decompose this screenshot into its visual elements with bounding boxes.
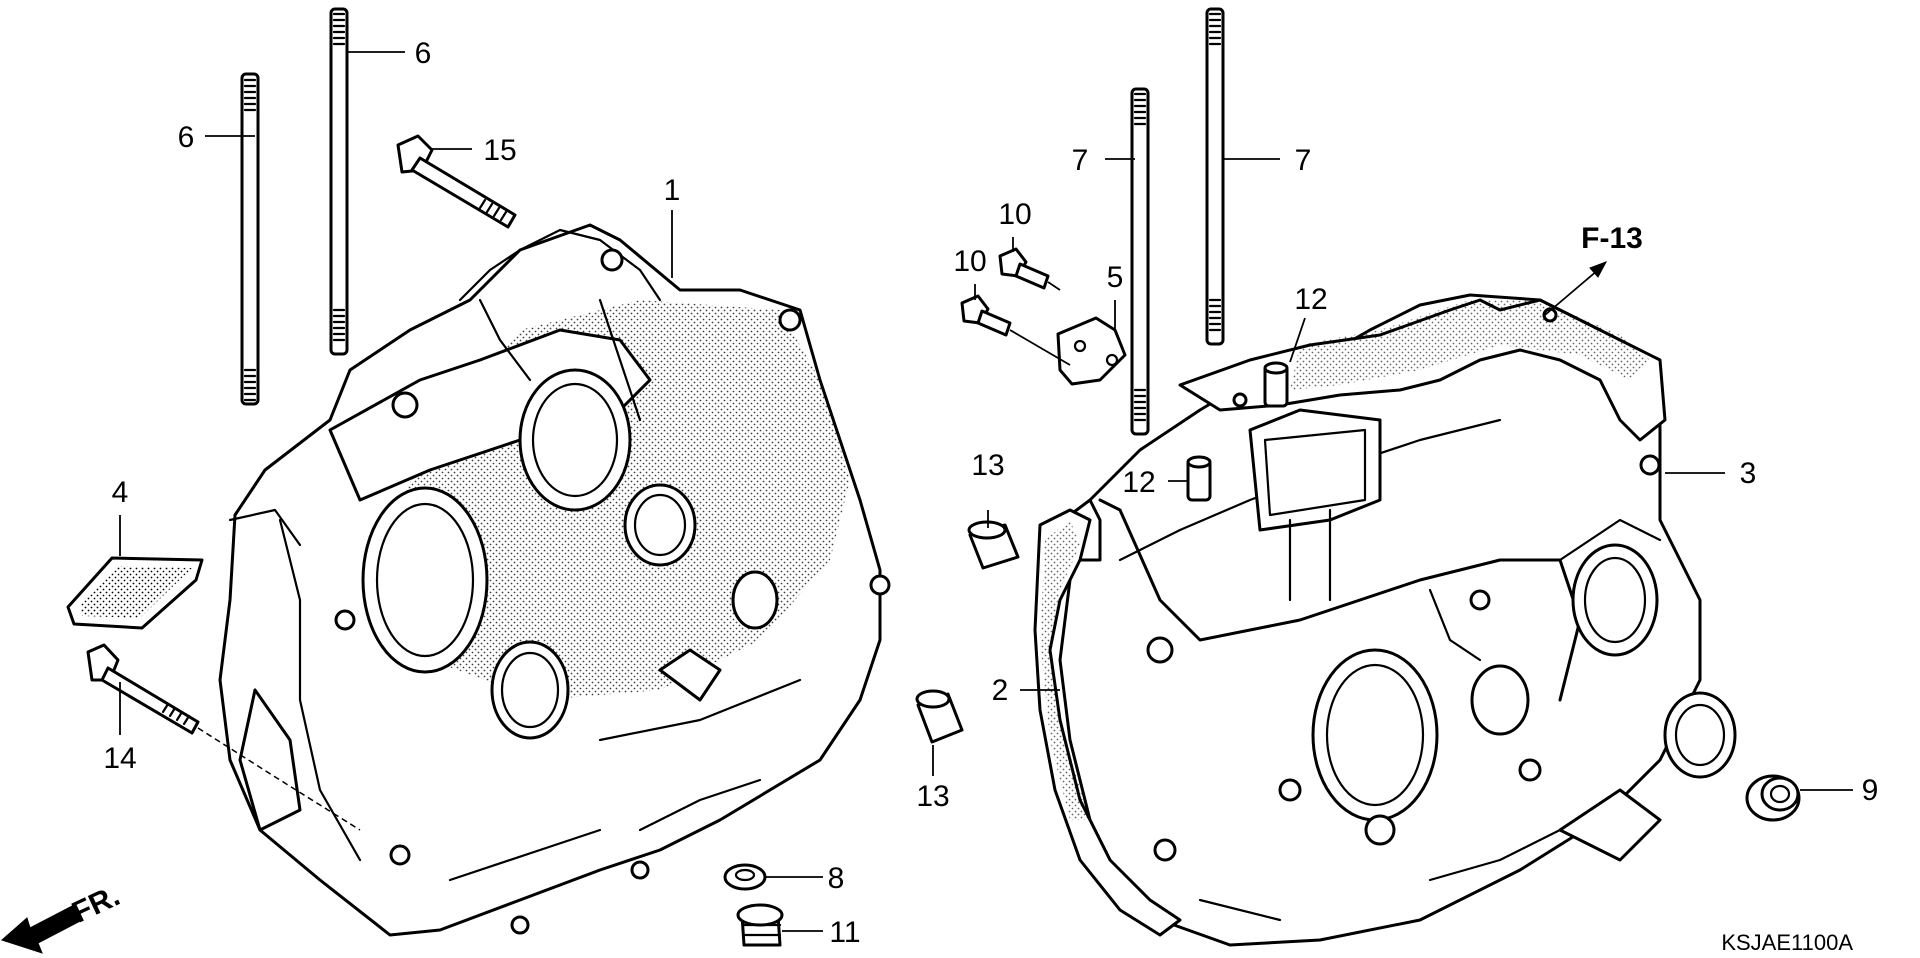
callout-7a: 7 <box>1072 144 1089 177</box>
bolt-10b <box>960 294 1071 366</box>
left-crankcase-half <box>218 223 891 937</box>
setting-plate-5 <box>1056 316 1127 386</box>
dowel-pin-13b <box>967 520 1020 570</box>
callout-12a: 12 <box>1294 283 1327 316</box>
callout-8: 8 <box>828 862 845 895</box>
bolt-10a <box>998 247 1061 291</box>
callout-10a: 10 <box>998 198 1031 231</box>
dowel-pin-13a <box>915 689 964 744</box>
dowel-pin-12a <box>1263 361 1289 408</box>
sealing-washer-8 <box>723 863 767 891</box>
oil-strainer-screen-4 <box>66 556 204 630</box>
stud-bolt-6a <box>240 72 260 406</box>
callout-4: 4 <box>112 476 129 509</box>
callout-10b: 10 <box>953 245 986 278</box>
callout-11: 11 <box>829 916 860 949</box>
reference-arrow <box>1544 261 1608 316</box>
right-crankcase-half <box>1058 293 1737 947</box>
callout-6a: 6 <box>415 37 432 70</box>
drain-bolt-11 <box>736 903 784 947</box>
callout-9: 9 <box>1862 774 1879 807</box>
callout-labels: 1 2 3 4 5 6 6 7 7 8 9 10 10 11 12 12 13 … <box>103 37 1878 949</box>
drawing-code: KSJAE1100A <box>1721 930 1853 955</box>
stud-bolt-7a <box>1130 87 1150 436</box>
callout-7b: 7 <box>1295 144 1312 177</box>
callout-13a: 13 <box>916 780 949 813</box>
crankcase-gasket <box>1178 298 1667 442</box>
oil-seal-9 <box>1745 774 1801 822</box>
leader-lines <box>119 51 1853 932</box>
callout-1: 1 <box>664 174 681 207</box>
front-direction-arrow-icon <box>1 904 83 954</box>
callout-3: 3 <box>1740 457 1757 490</box>
callout-2: 2 <box>992 674 1009 707</box>
callout-14: 14 <box>103 742 136 775</box>
right-side-gasket <box>1033 508 1182 937</box>
callout-6b: 6 <box>178 121 195 154</box>
stud-bolt-7b <box>1205 7 1225 346</box>
callout-12b: 12 <box>1122 466 1155 499</box>
callout-5: 5 <box>1107 261 1124 294</box>
flange-bolt-15 <box>396 134 517 229</box>
callout-13b: 13 <box>971 449 1004 482</box>
reference-label: F-13 <box>1581 222 1643 255</box>
dowel-pin-12b <box>1186 455 1212 502</box>
stud-bolt-6b <box>329 7 349 356</box>
callout-15: 15 <box>483 134 516 167</box>
flange-bolt-14 <box>86 643 361 831</box>
